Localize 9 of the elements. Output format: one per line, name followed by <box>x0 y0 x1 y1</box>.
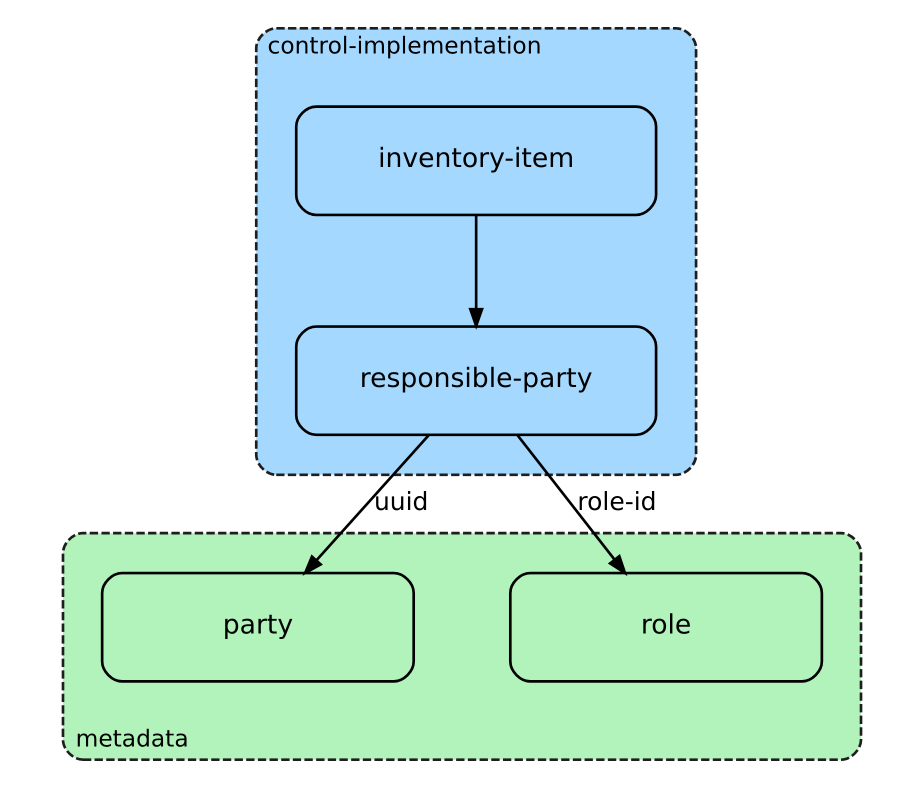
arrow <box>468 215 484 330</box>
node-box: responsible-party <box>294 325 657 436</box>
arrow <box>302 434 430 576</box>
arrow <box>516 434 627 576</box>
edge-label: role-id <box>576 486 656 516</box>
node-box: role <box>508 572 823 683</box>
node-box: party <box>100 572 415 683</box>
edge-label: uuid <box>373 486 428 516</box>
node-box: inventory-item <box>294 105 657 216</box>
